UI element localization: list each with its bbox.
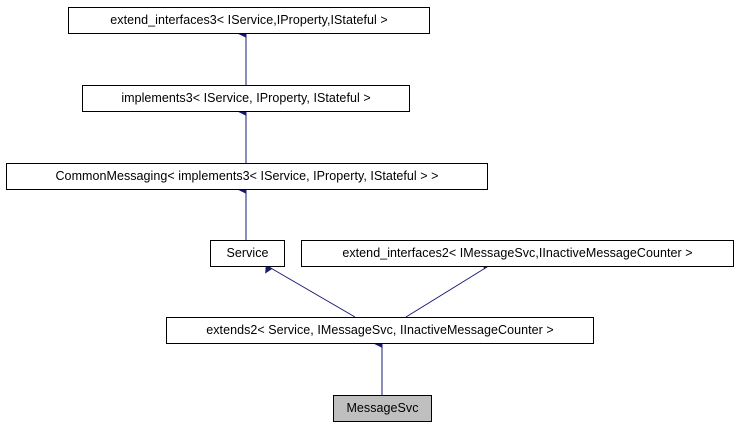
node-label: CommonMessaging< implements3< IService, … [55,169,439,183]
node-implements3[interactable]: implements3< IService, IProperty, IState… [82,85,410,112]
node-label: extend_interfaces3< IService,IProperty,I… [110,13,388,27]
node-label: Service [226,246,269,260]
node-extend-interfaces3[interactable]: extend_interfaces3< IService,IProperty,I… [68,7,430,34]
edge-extends2-to-extend_interfaces2 [405,260,491,318]
node-label: extend_interfaces2< IMessageSvc,IInactiv… [342,246,693,260]
node-common-messaging[interactable]: CommonMessaging< implements3< IService, … [6,163,488,190]
edge-extends2-to-service [265,264,356,318]
node-extend-interfaces2[interactable]: extend_interfaces2< IMessageSvc,IInactiv… [301,240,734,267]
node-label: extends2< Service, IMessageSvc, IInactiv… [206,323,554,337]
node-service[interactable]: Service [210,240,285,267]
node-label: MessageSvc [346,401,419,415]
node-message-svc[interactable]: MessageSvc [333,395,432,422]
node-label: implements3< IService, IProperty, IState… [121,91,371,105]
node-extends2[interactable]: extends2< Service, IMessageSvc, IInactiv… [166,317,594,344]
